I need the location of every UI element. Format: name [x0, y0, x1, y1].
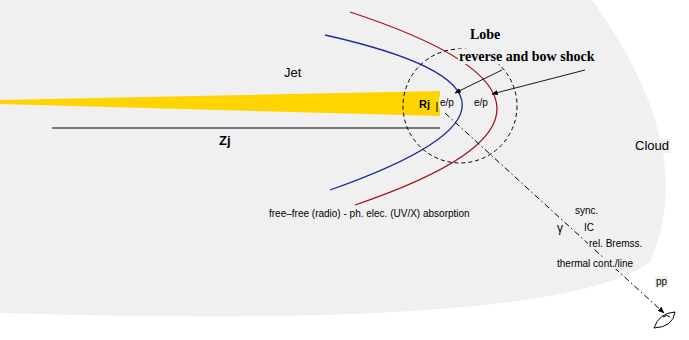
reverse-shock-curve — [325, 35, 462, 190]
length-label: Zj — [218, 134, 232, 148]
eye-pupil — [663, 316, 670, 318]
absorption-note: free–free (radio) - ph. elec. (UV/X) abs… — [268, 208, 471, 219]
photon-path-arrow — [445, 113, 664, 313]
cloud-region — [0, 0, 666, 316]
leader-arrow — [455, 70, 502, 93]
particle-label: e/p — [473, 97, 489, 108]
shock-label: reverse and bow shock — [458, 49, 595, 64]
cloud-label: Cloud — [634, 139, 670, 153]
particle-label: e/p — [439, 97, 455, 108]
radius-label: Rj — [418, 98, 431, 110]
leader-arrow — [492, 70, 585, 94]
jet-label: Jet — [283, 66, 302, 80]
process-label: thermal cont./line — [556, 258, 634, 269]
photon-symbol: γ — [556, 222, 564, 235]
jet-body — [0, 91, 440, 116]
process-label: sync. — [574, 205, 599, 216]
process-label: pp — [655, 276, 668, 287]
eye-symbol — [654, 312, 675, 328]
process-label: IC — [583, 222, 595, 233]
length-line — [52, 128, 440, 129]
region-heading: Lobe — [469, 27, 501, 42]
lobe-circle — [403, 49, 517, 163]
process-label: rel. Bremss. — [588, 238, 643, 249]
radius-tick — [437, 102, 438, 112]
